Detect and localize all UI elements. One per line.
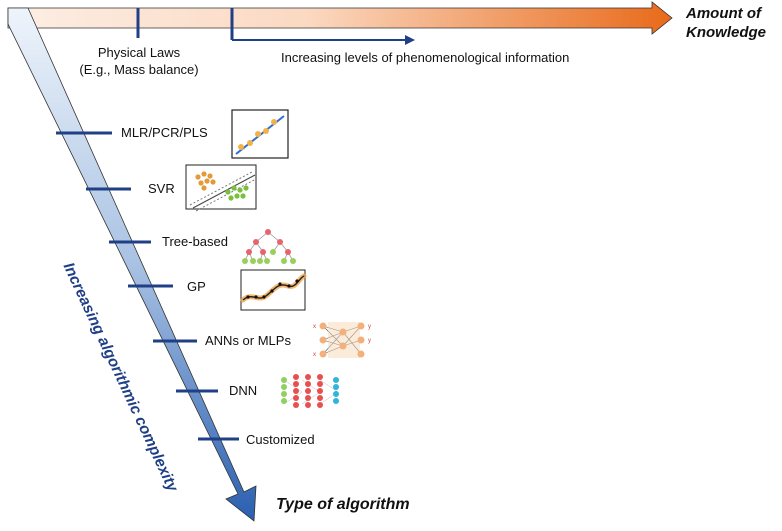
algo-label-dnn: DNN	[229, 383, 258, 398]
algorithm-ticks	[56, 131, 239, 441]
knowledge-axis-label-line1: Amount of	[686, 5, 761, 22]
physical-laws-label: Physical Laws (E.g., Mass balance)	[64, 44, 214, 78]
svg-text:x: x	[313, 324, 316, 330]
algo-label-gp: GP	[187, 279, 206, 294]
algo-label-custom: Customized	[246, 432, 315, 447]
svg-text:x: x	[313, 352, 316, 358]
knowledge-axis-label-line2: Knowledge	[686, 24, 767, 41]
svg-text:y: y	[368, 324, 371, 330]
decision-tree-icon	[242, 229, 296, 264]
algo-label-ann: ANNs or MLPs	[205, 333, 291, 348]
algo-label-mlr: MLR/PCR/PLS	[121, 125, 208, 140]
deep-network-icon	[281, 374, 339, 408]
phenomenological-label: Increasing levels of phenomenological in…	[281, 50, 570, 65]
knowledge-axis-label: Amount of Knowledge	[686, 4, 766, 42]
complexity-axis-arrow	[7, 7, 257, 522]
svm-separation-icon	[185, 164, 257, 212]
phenomenological-marker	[230, 8, 415, 45]
algorithm-axis-label: Type of algorithm	[276, 496, 410, 513]
linear-regression-icon	[231, 109, 289, 159]
physical-laws-label-line2: (E.g., Mass balance)	[79, 62, 199, 77]
algo-label-tree: Tree-based	[162, 234, 228, 249]
shallow-network-icon: x x y y	[313, 322, 371, 358]
knowledge-axis-arrow	[7, 1, 673, 35]
svg-text:y: y	[368, 338, 371, 344]
gaussian-process-icon	[240, 269, 307, 311]
physical-laws-label-line1: Physical Laws	[97, 45, 181, 60]
algo-label-svr: SVR	[148, 181, 175, 196]
